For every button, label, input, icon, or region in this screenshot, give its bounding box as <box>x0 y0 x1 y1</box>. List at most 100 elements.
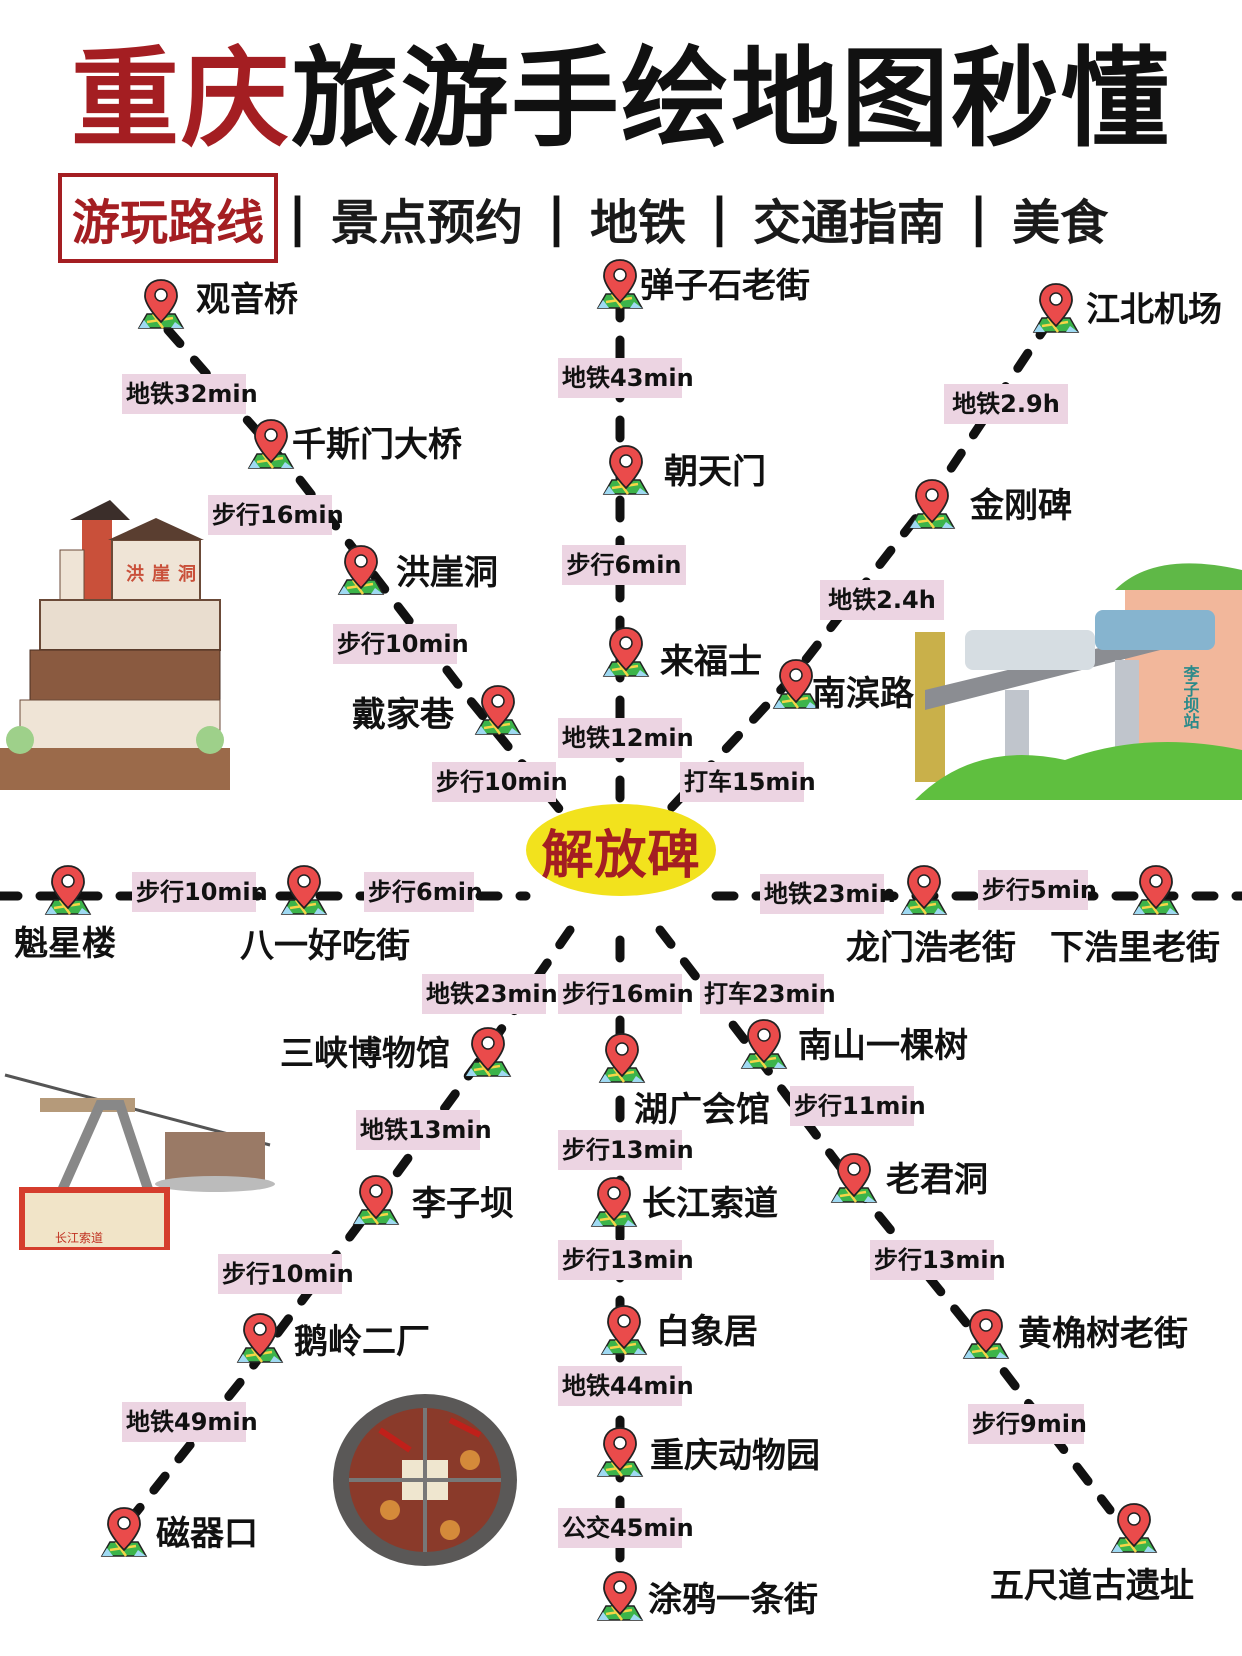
stop-name: 三峡博物馆 <box>280 1034 450 1074</box>
stop-name: 江北机场 <box>1086 290 1222 330</box>
route-leg-tag: 步行10min <box>132 872 268 912</box>
stop-name: 白象居 <box>656 1312 758 1352</box>
stop-name: 洪崖洞 <box>396 553 498 593</box>
title-city: 重庆 <box>70 37 291 162</box>
tab-food[interactable]: 美食 <box>1012 195 1109 251</box>
hotpot-illustration <box>333 1394 517 1566</box>
location-pin-icon[interactable] <box>133 276 189 332</box>
route-leg-tag: 步行16min <box>558 974 694 1014</box>
tab-reservations[interactable]: 景点预约 <box>331 195 524 251</box>
location-pin-icon[interactable] <box>592 256 648 312</box>
location-pin-icon[interactable] <box>594 1030 650 1086</box>
hub-label: 解放碑 <box>541 825 701 886</box>
location-pin-icon[interactable] <box>598 624 654 680</box>
stop-name: 魁星楼 <box>14 924 116 964</box>
route-leg-tag: 步行6min <box>562 545 686 585</box>
location-pin-icon[interactable] <box>768 656 824 712</box>
route-leg-tag: 步行5min <box>978 870 1097 910</box>
route-leg-tag: 地铁23min <box>760 874 896 914</box>
cable-car-sign: 长江索道 <box>55 1231 103 1245</box>
route-leg-tag: 地铁23min <box>422 974 558 1014</box>
route-leg-tag: 地铁2.4h <box>820 580 944 620</box>
stop-name: 朝天门 <box>664 452 766 492</box>
route-leg-tag: 步行11min <box>790 1086 926 1126</box>
route-leg-tag: 步行13min <box>558 1130 694 1170</box>
page-title: 重庆旅游手绘地图秒懂 <box>0 40 1242 160</box>
route-leg-tag: 地铁32min <box>122 374 258 414</box>
tab-separator: | <box>969 188 989 248</box>
location-pin-icon[interactable] <box>592 1424 648 1480</box>
tab-metro[interactable]: 地铁 <box>590 195 687 251</box>
location-pin-icon[interactable] <box>958 1306 1014 1362</box>
location-pin-icon[interactable] <box>598 442 654 498</box>
stop-name: 下浩里老街 <box>1050 928 1220 968</box>
route-leg-tag: 步行10min <box>432 762 568 802</box>
stop-name: 长江索道 <box>642 1184 778 1224</box>
stop-name: 弹子石老街 <box>640 266 810 306</box>
location-pin-icon[interactable] <box>460 1024 516 1080</box>
liziba-sign: 李子坝站 <box>1181 664 1201 730</box>
stop-name: 重庆动物园 <box>650 1436 820 1476</box>
location-pin-icon[interactable] <box>276 862 332 918</box>
location-pin-icon[interactable] <box>40 862 96 918</box>
location-pin-icon[interactable] <box>348 1172 404 1228</box>
location-pin-icon[interactable] <box>333 542 389 598</box>
route-leg-tag: 地铁13min <box>356 1110 492 1150</box>
route-leg-tag: 地铁43min <box>558 358 694 398</box>
central-hub-jiefangbei[interactable]: 解放碑 <box>526 804 716 896</box>
stop-name: 戴家巷 <box>352 695 454 735</box>
location-pin-icon[interactable] <box>96 1504 152 1560</box>
route-leg-tag: 步行10min <box>218 1254 354 1294</box>
tab-separator: | <box>288 188 308 248</box>
stop-name: 李子坝 <box>412 1184 514 1224</box>
route-leg-tag: 地铁44min <box>558 1366 694 1406</box>
location-pin-icon[interactable] <box>896 862 952 918</box>
stop-name: 黄桷树老街 <box>1018 1314 1188 1354</box>
location-pin-icon[interactable] <box>232 1310 288 1366</box>
tab-routes[interactable]: 游玩路线 <box>58 173 279 263</box>
stop-name: 老君洞 <box>886 1160 988 1200</box>
cable-car-illustration: 长江索道 <box>4 1073 275 1250</box>
stop-name: 观音桥 <box>196 280 298 320</box>
stop-name: 涂鸦一条街 <box>648 1580 818 1620</box>
svg-text:崖: 崖 <box>152 563 170 585</box>
location-pin-icon[interactable] <box>470 682 526 738</box>
category-tabs: 游玩路线 | 景点预约 | 地铁 | 交通指南 | 美食 <box>58 173 1122 263</box>
location-pin-icon[interactable] <box>1128 862 1184 918</box>
liziba-monorail-illustration: 李子坝站 <box>915 563 1242 800</box>
stop-name: 龙门浩老街 <box>846 928 1016 968</box>
location-pin-icon[interactable] <box>596 1302 652 1358</box>
route-leg-tag: 地铁12min <box>558 718 694 758</box>
title-rest: 旅游手绘地图秒懂 <box>291 37 1172 162</box>
location-pin-icon[interactable] <box>1106 1500 1162 1556</box>
sign-char: 洪 <box>126 563 144 585</box>
location-pin-icon[interactable] <box>1028 280 1084 336</box>
route-leg-tag: 步行13min <box>558 1240 694 1280</box>
route-leg-tag: 打车15min <box>680 762 816 802</box>
svg-text:洞: 洞 <box>178 564 196 585</box>
location-pin-icon[interactable] <box>826 1150 882 1206</box>
route-leg-tag: 地铁2.9h <box>944 384 1068 424</box>
location-pin-icon[interactable] <box>243 416 299 472</box>
location-pin-icon[interactable] <box>592 1568 648 1624</box>
stop-name: 南滨路 <box>812 674 914 714</box>
stop-name: 千斯门大桥 <box>292 425 462 465</box>
stop-name: 金刚碑 <box>970 486 1072 526</box>
stop-name: 八一好吃街 <box>240 926 410 966</box>
route-leg-tag: 步行13min <box>870 1240 1006 1280</box>
stop-name: 鹅岭二厂 <box>294 1322 430 1362</box>
location-pin-icon[interactable] <box>736 1016 792 1072</box>
route-leg-tag: 打车23min <box>700 974 836 1014</box>
location-pin-icon[interactable] <box>586 1174 642 1230</box>
stop-name: 南山一棵树 <box>798 1026 968 1066</box>
route-leg-tag: 步行9min <box>968 1404 1087 1444</box>
stop-name: 湖广会馆 <box>634 1090 770 1130</box>
tab-transport-guide[interactable]: 交通指南 <box>753 195 946 251</box>
stop-name: 来福士 <box>660 642 762 682</box>
location-pin-icon[interactable] <box>904 476 960 532</box>
route-leg-tag: 步行16min <box>208 495 344 535</box>
tab-separator: | <box>710 188 730 248</box>
route-leg-tag: 步行6min <box>364 872 483 912</box>
route-leg-tag: 步行10min <box>333 624 469 664</box>
route-leg-tag: 地铁49min <box>122 1402 258 1442</box>
